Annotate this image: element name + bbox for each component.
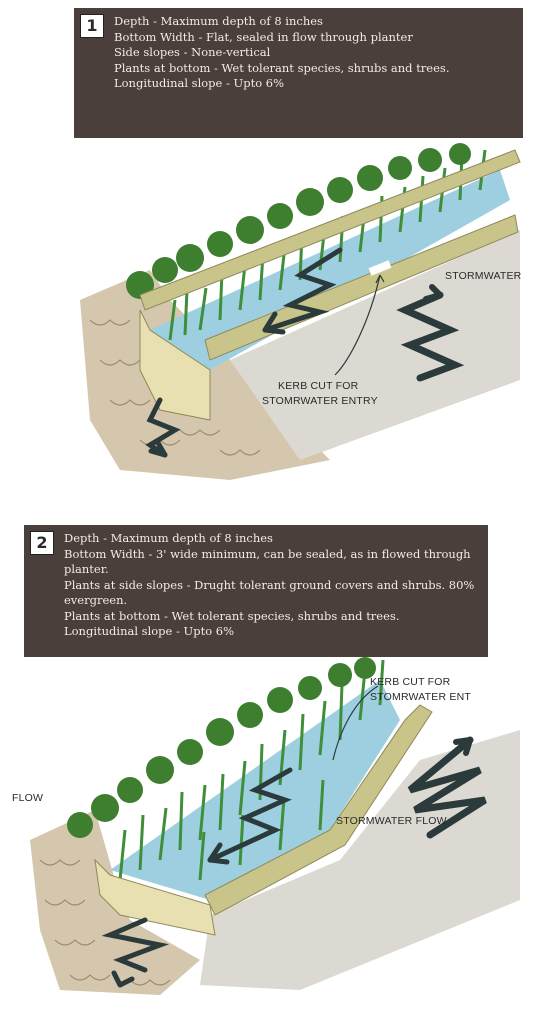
flow-label: FLOW <box>12 792 43 804</box>
kerb-cut-label-2-line-2: STOMRWATER ENT <box>370 691 471 703</box>
stormwater-flow-label: STORMWATER FLOW <box>336 815 447 827</box>
kerb-cut-label-2-line-1: KERB CUT FOR <box>370 676 450 688</box>
